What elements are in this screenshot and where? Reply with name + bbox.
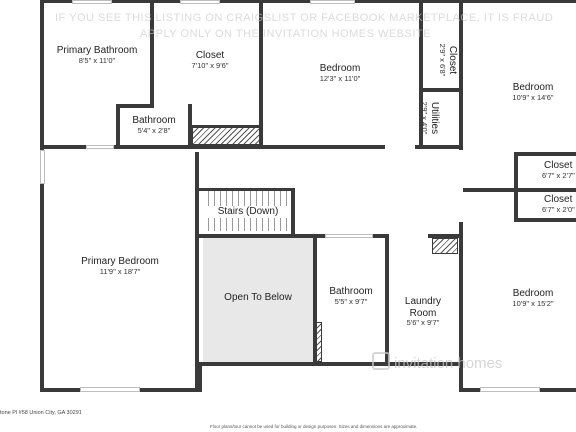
room-laundry: Laundry Room 5'6" x 9'7" [394,296,452,328]
wall [199,188,295,191]
room-bedroom-top: Bedroom 12'3" x 11'0" [290,63,390,83]
room-name: Open To Below [224,292,292,303]
room-name: Bedroom [512,82,554,93]
wall [198,362,202,392]
room-name: Closet [195,50,225,61]
room-closet-right-a: Closet 6'7" x 2'7" [520,160,576,180]
room-dimensions: 7'10" x 9'6" [191,60,229,70]
room-dimensions: 6'7" x 2'0" [542,204,575,214]
utilities-fixture [432,238,458,254]
window [180,0,220,4]
room-bathroom-center: Bathroom 5'5" x 9'7" [318,286,384,306]
room-utilities: Utilities 2'9" x 4'0" [420,96,441,140]
wall [419,88,463,92]
wall [199,234,389,238]
wall [459,0,463,150]
room-closet-narrow: Closet 2'9" x 6'8" [438,30,459,90]
room-name: Closet [544,160,573,171]
wall [150,0,154,108]
window [72,0,112,4]
room-dimensions: 5'5" x 9'7" [334,296,368,306]
wall [116,104,154,108]
room-name: Utilities [429,101,440,135]
address-text: tone Pl #58 Union City, GA 30291 [0,410,82,416]
wall [419,0,423,148]
wall [463,188,576,192]
window [325,234,373,238]
wall [259,0,263,148]
window [480,387,540,392]
room-closet-top: Closet 7'10" x 9'6" [165,50,255,70]
room-name: Primary Bedroom [81,256,159,267]
apply-watermark: APPLY ONLY ON THE INVITATION HOMES WEBSI… [140,28,431,40]
wall [415,145,463,149]
room-dimensions: 10'9" x 15'2" [512,298,554,308]
window [40,150,45,184]
room-name: Closet [544,194,573,205]
room-stairs: Stairs (Down) [208,206,288,218]
room-name: Laundry Room [404,296,442,319]
house-logo-icon [372,352,390,370]
room-dimensions: 2'9" x 4'0" [420,101,430,135]
room-name: Bathroom [329,286,373,297]
room-name: Primary Bathroom [56,45,138,56]
room-dimensions: 12'3" x 11'0" [319,73,361,83]
room-bedroom-right-top: Bedroom 10'9" x 14'6" [490,82,576,102]
wall [40,0,44,392]
wall [313,238,317,364]
room-open-to-below: Open To Below [206,292,310,304]
room-dimensions: 5'4" x 2'8" [137,125,171,135]
wall [428,234,462,238]
room-name: Stairs (Down) [217,206,279,217]
wall [40,145,385,149]
room-dimensions: 10'9" x 14'6" [512,92,554,102]
wall [188,104,192,148]
logo-text: invitation homes [394,355,503,372]
room-primary-bedroom: Primary Bedroom 11'9" x 18'7" [55,256,185,276]
wall [116,104,120,148]
wall [40,0,576,3]
room-dimensions: 11'9" x 18'7" [99,266,141,276]
room-name: Bedroom [512,288,554,299]
wall [459,222,463,392]
open-to-below-area [203,238,313,363]
wall [291,188,295,234]
room-dimensions: 8'5" x 11'0" [78,55,116,65]
disclaimer-text: Floor plans/tour cannot be used for buil… [210,424,418,429]
wall [198,362,463,366]
room-dimensions: 6'7" x 2'7" [542,170,575,180]
closet-shelf-fixture [192,127,260,145]
room-primary-bathroom: Primary Bathroom 8'5" x 11'0" [52,45,142,65]
room-dimensions: 5'6" x 9'7" [406,318,440,327]
wall [195,152,199,388]
room-name: Bathroom [132,115,176,126]
wall [385,234,389,364]
room-bedroom-right-bottom: Bedroom 10'9" x 15'2" [490,288,576,308]
room-bathroom-small: Bathroom 5'4" x 2'8" [120,115,188,135]
room-name: Closet [447,45,458,75]
room-dimensions: 2'9" x 6'8" [438,43,448,77]
room-name: Bedroom [319,63,361,74]
room-closet-right-b: Closet 6'7" x 2'0" [520,194,576,214]
wall [514,218,576,222]
fraud-warning-watermark: IF YOU SEE THIS LISTING ON CRAIGSLIST OR… [55,12,554,24]
window [310,0,355,4]
window [80,387,140,392]
wall [514,152,518,222]
bathroom-fixture [316,322,322,362]
wall [514,152,576,156]
window [86,145,114,149]
invitation-homes-logo: invitation homes [372,352,502,372]
